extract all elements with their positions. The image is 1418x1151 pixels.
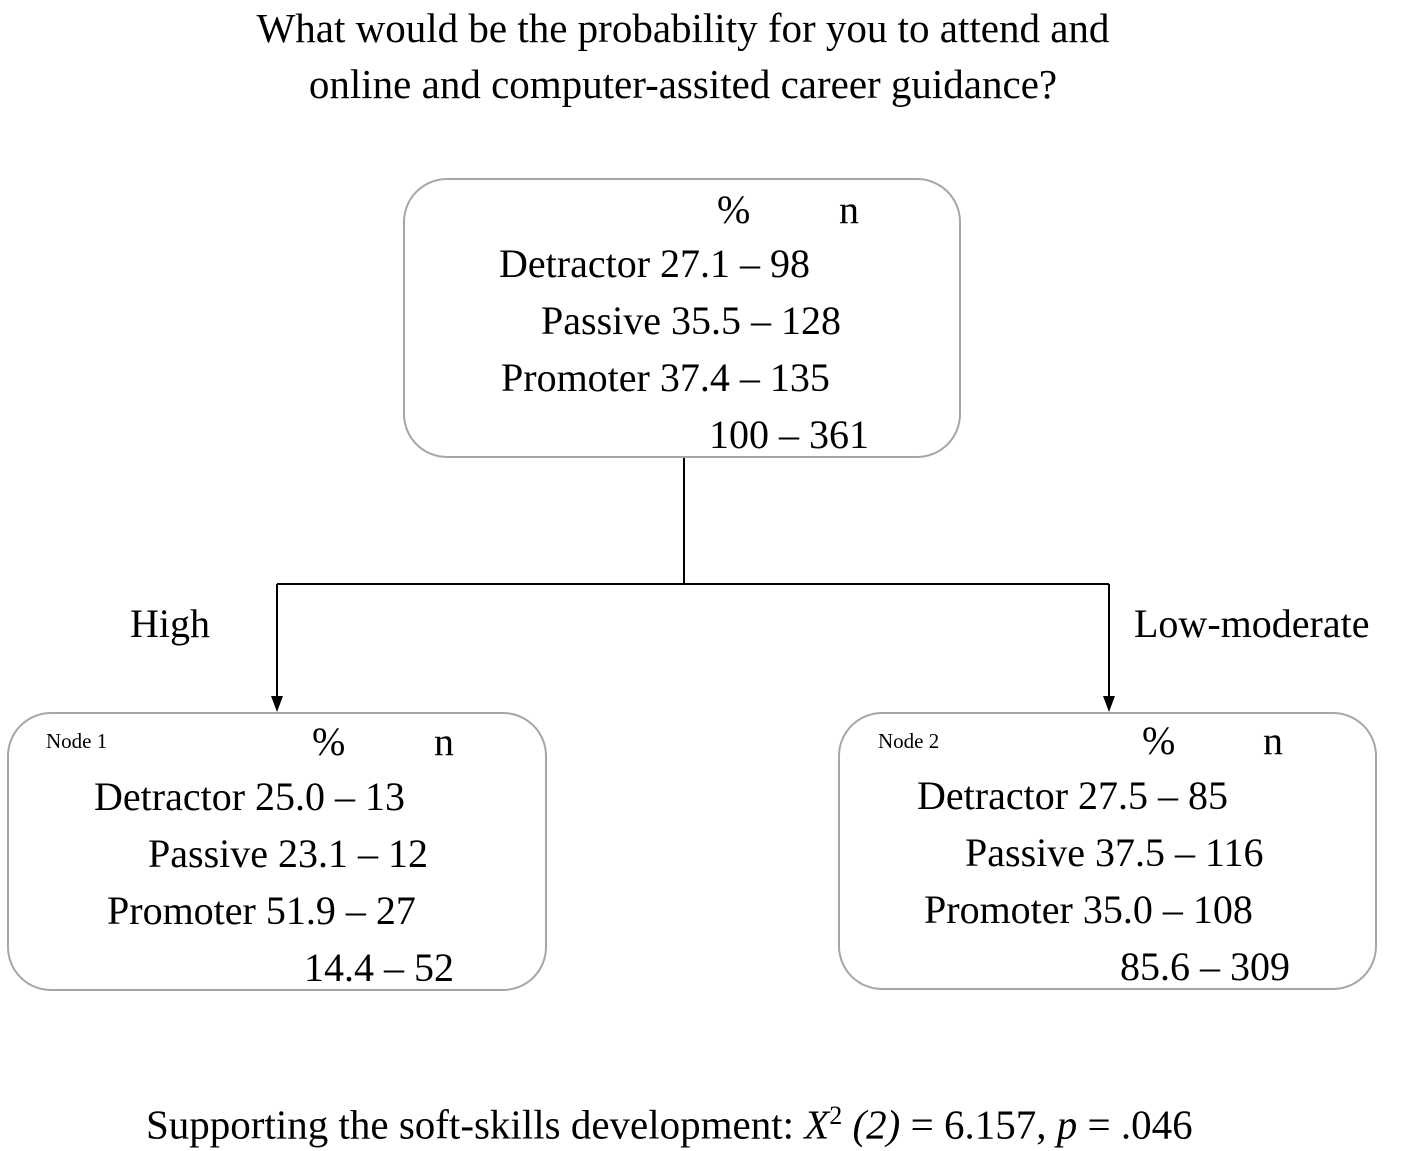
title-line-1: What would be the probability for you to… <box>256 5 1110 51</box>
row-n: 12 <box>388 831 428 876</box>
node-1-col-pct: % <box>312 719 346 764</box>
row-n: 98 <box>770 241 811 286</box>
node-1-row-detractor: Detractor 25.0 – 13 <box>94 773 405 821</box>
chi-square-footer: Supporting the soft-skills development: … <box>146 1090 1193 1151</box>
node-2-col-pct: % <box>1142 718 1176 763</box>
row-dash: – <box>335 774 356 819</box>
row-dash: – <box>345 888 366 933</box>
node-1-row-passive: Passive 23.1 – 12 <box>148 830 428 878</box>
row-n: 85 <box>1188 773 1229 818</box>
row-n: 52 <box>414 945 454 990</box>
left-arrowhead-icon <box>271 696 283 712</box>
branch-label-low-moderate: Low-moderate <box>1134 601 1370 646</box>
row-dash: – <box>384 945 404 990</box>
row-dash: – <box>1162 887 1183 932</box>
stat-value: = 6.157, <box>900 1101 1057 1148</box>
diagram-title: What would be the probability for you to… <box>0 0 1366 112</box>
row-pct: 37.4 <box>659 355 730 400</box>
row-pct: 85.6 <box>1120 944 1190 989</box>
p-symbol: p <box>1056 1101 1078 1148</box>
node-2-row-passive: Passive 37.5 – 116 <box>965 829 1264 877</box>
row-pct: 35.5 <box>671 298 741 343</box>
row-pct: 27.5 <box>1078 773 1149 818</box>
row-dash: – <box>358 831 378 876</box>
row-n: 27 <box>375 888 416 933</box>
root-row-total: 100 – 361 <box>709 411 869 459</box>
branch-label-high: High <box>130 601 210 646</box>
row-dash: – <box>751 298 771 343</box>
row-dash: – <box>779 412 799 457</box>
right-arrowhead-icon <box>1103 696 1115 712</box>
footer-prefix: Supporting the soft-skills development: <box>146 1101 805 1148</box>
row-n: 309 <box>1230 944 1290 989</box>
node-1-row-total: 14.4 – 52 <box>304 944 454 992</box>
row-pct: 14.4 <box>304 945 374 990</box>
root-row-promoter: Promoter 37.4 – 135 <box>501 354 830 402</box>
row-label: Passive <box>965 830 1085 875</box>
row-pct: 51.9 <box>265 888 336 933</box>
row-label: Detractor <box>917 773 1069 818</box>
node-1-id: Node 1 <box>46 729 108 753</box>
node-2: Node 2 % n Detractor 27.5 – 85 Passive 3… <box>838 712 1377 990</box>
row-dash: – <box>1158 773 1179 818</box>
row-n: 116 <box>1205 830 1264 875</box>
row-n: 108 <box>1192 887 1253 932</box>
node-1-col-n: n <box>434 719 454 764</box>
node-2-id: Node 2 <box>878 729 940 753</box>
row-n: 128 <box>781 298 841 343</box>
row-n: 361 <box>809 412 869 457</box>
row-label: Detractor <box>94 774 246 819</box>
title-line-2: online and computer-assited career guida… <box>308 61 1058 107</box>
row-label: Detractor <box>499 241 651 286</box>
row-label: Passive <box>148 831 268 876</box>
root-col-n: n <box>839 187 859 232</box>
row-pct: 25.0 <box>255 774 326 819</box>
row-pct: 35.0 <box>1082 887 1153 932</box>
row-pct: 100 <box>709 412 769 457</box>
row-label: Promoter <box>107 888 256 933</box>
stat-df: (2) <box>842 1101 901 1148</box>
node-1: Node 1 % n Detractor 25.0 – 13 Passive 2… <box>7 712 547 991</box>
node-2-row-total: 85.6 – 309 <box>1120 943 1290 991</box>
root-col-pct: % <box>717 187 751 232</box>
stat-symbol: X <box>804 1101 830 1148</box>
row-pct: 37.5 <box>1095 830 1165 875</box>
p-value: = .046 <box>1077 1101 1193 1148</box>
row-label: Passive <box>541 298 661 343</box>
node-2-row-promoter: Promoter 35.0 – 108 <box>924 886 1253 934</box>
node-1-row-promoter: Promoter 51.9 – 27 <box>107 887 416 935</box>
row-n: 135 <box>769 355 830 400</box>
row-n: 13 <box>365 774 406 819</box>
stat-superscript: 2 <box>829 1101 843 1130</box>
row-dash: – <box>1175 830 1195 875</box>
row-pct: 27.1 <box>660 241 731 286</box>
root-node: % n Detractor 27.1 – 98 Passive 35.5 – 1… <box>403 178 961 458</box>
node-2-col-n: n <box>1263 718 1283 763</box>
row-label: Promoter <box>924 887 1073 932</box>
row-dash: – <box>1200 944 1220 989</box>
root-row-detractor: Detractor 27.1 – 98 <box>499 240 810 288</box>
row-label: Promoter <box>501 355 650 400</box>
row-dash: – <box>740 241 761 286</box>
node-2-row-detractor: Detractor 27.5 – 85 <box>917 772 1228 820</box>
row-pct: 23.1 <box>278 831 348 876</box>
row-dash: – <box>739 355 760 400</box>
root-row-passive: Passive 35.5 – 128 <box>541 297 841 345</box>
